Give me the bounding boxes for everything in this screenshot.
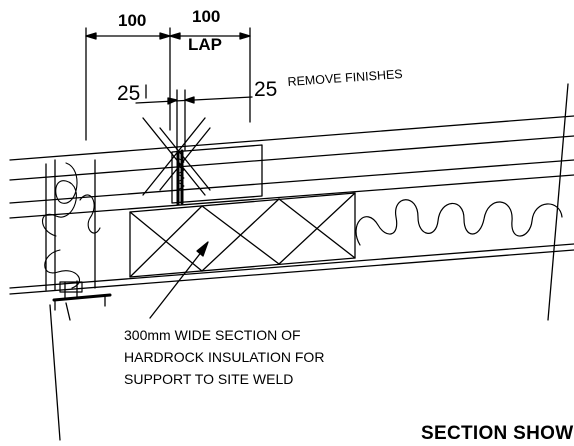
left-column	[41, 159, 101, 291]
wavy-insulation	[355, 199, 563, 246]
dim-left-width: 100	[118, 11, 147, 30]
callout-line-3: SUPPORT TO SITE WELD	[124, 371, 294, 387]
dim-lap-width: 100	[192, 7, 221, 26]
callout-line-2: HARDROCK INSULATION FOR	[124, 349, 325, 365]
support-wall	[49, 302, 71, 441]
rigid-insulation-block	[129, 192, 356, 278]
callout-leader	[149, 241, 209, 319]
gap-dimension-lines	[135, 84, 253, 151]
callout-line-1: 300mm WIDE SECTION OF	[124, 327, 301, 343]
dim-lap-label: LAP	[188, 35, 222, 54]
fixing-bolt	[52, 280, 112, 311]
section-heading: SECTION SHOWI	[421, 423, 574, 444]
edge-lines	[547, 83, 569, 321]
dim-gap-right: 25	[254, 78, 278, 101]
top-dimension-lines	[85, 27, 251, 141]
lap-joint-boards	[171, 144, 263, 206]
weld-cross-marks	[142, 117, 211, 196]
roof-deck-layers	[9, 115, 574, 295]
dim-gap-left: 25	[117, 82, 141, 105]
